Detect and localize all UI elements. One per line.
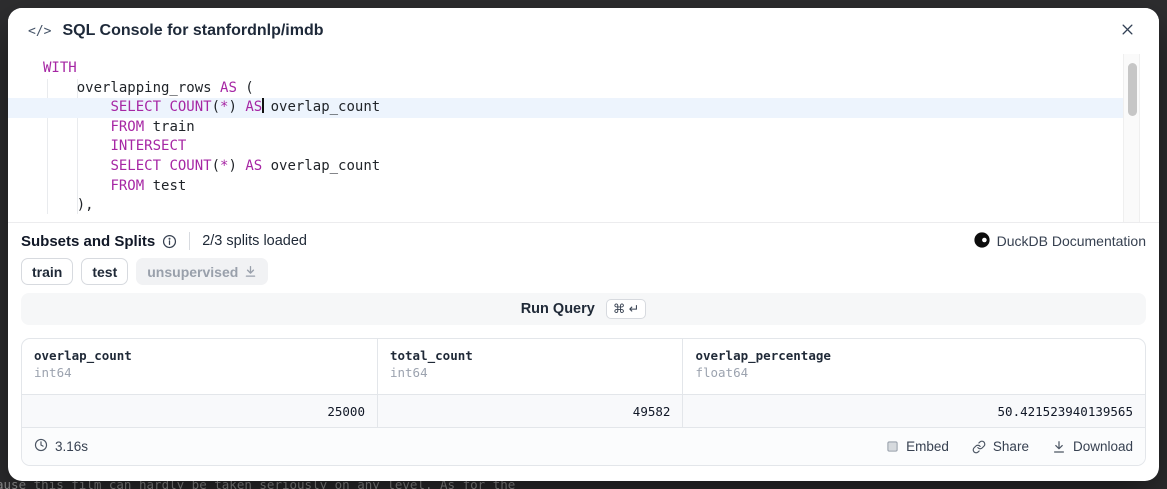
split-chip-train[interactable]: train <box>21 258 74 285</box>
splits-bar: Subsets and Splits 2/3 splits loaded Duc… <box>21 221 1146 261</box>
code-line: FROM train <box>110 118 195 135</box>
clock-icon <box>34 438 48 455</box>
share-button[interactable]: Share <box>972 439 1029 454</box>
code-line: WITH <box>43 60 77 76</box>
result-cell-total_count: 49582 <box>378 395 684 427</box>
indent-guide <box>47 79 48 214</box>
code-icon: </> <box>28 23 52 39</box>
editor-scrollbar-thumb[interactable] <box>1127 63 1137 116</box>
info-icon[interactable] <box>162 234 177 249</box>
close-icon <box>1120 22 1135 40</box>
code-line: SELECT COUNT(*) AS overlap_count <box>8 98 1123 118</box>
text-cursor <box>262 98 264 114</box>
result-cell-overlap_percentage: 50.421523940139565 <box>997 403 1133 419</box>
query-duration: 3.16s <box>34 438 88 455</box>
run-query-label: Run Query <box>520 301 595 317</box>
embed-icon <box>886 440 899 453</box>
code-line: overlapping_rows AS ( <box>43 79 254 96</box>
footer-actions: Embed Share Download <box>886 439 1133 454</box>
splits-title: Subsets and Splits <box>21 232 156 250</box>
split-chip-label: unsupervised <box>147 263 239 280</box>
modal-header: </> SQL Console for stanfordnlp/imdb <box>8 8 1159 54</box>
action-label: Embed <box>906 439 949 454</box>
sql-console-modal: </> SQL Console for stanfordnlp/imdb WIT… <box>8 8 1159 481</box>
embed-button[interactable]: Embed <box>886 439 949 454</box>
modal-title: SQL Console for stanfordnlp/imdb <box>62 22 324 39</box>
split-chip-label: train <box>32 263 63 280</box>
code-line: SELECT COUNT(*) AS overlap_count <box>110 157 381 174</box>
code-line: ), <box>43 197 94 214</box>
code-line: FROM test <box>110 177 187 194</box>
download-icon <box>1052 440 1066 454</box>
share-icon <box>972 440 986 454</box>
keyboard-shortcut-badge: ⌘ ↵ <box>605 299 647 319</box>
duckdb-documentation-label: DuckDB Documentation <box>996 233 1146 249</box>
results-footer: 3.16s Embed Share Download <box>22 427 1145 465</box>
result-cell-overlap_count: 25000 <box>22 395 378 427</box>
duckdb-icon <box>973 231 990 251</box>
query-duration-label: 3.16s <box>55 439 89 454</box>
editor-scrollbar[interactable] <box>1123 54 1140 222</box>
action-label: Share <box>992 439 1029 454</box>
download-button[interactable]: Download <box>1052 439 1133 454</box>
divider <box>189 232 191 250</box>
close-button[interactable] <box>1115 19 1139 43</box>
code-line: INTERSECT <box>110 138 187 155</box>
split-chips: train test unsupervised <box>21 258 269 285</box>
split-chip-label: test <box>92 263 118 280</box>
split-chip-unsupervised[interactable]: unsupervised <box>136 258 269 285</box>
download-small-icon <box>244 265 257 278</box>
action-label: Download <box>1072 439 1133 454</box>
sql-code-editor[interactable]: WITH overlapping_rows AS ( SELECT COUNT(… <box>8 54 1159 223</box>
splits-loaded-status: 2/3 splits loaded <box>202 233 307 249</box>
duckdb-documentation-link[interactable]: DuckDB Documentation <box>973 231 1146 251</box>
run-query-button[interactable]: Run Query ⌘ ↵ <box>21 293 1146 325</box>
code-lines: WITH overlapping_rows AS ( SELECT COUNT(… <box>8 59 1123 216</box>
split-chip-test[interactable]: test <box>81 258 129 285</box>
indent-guide <box>77 79 78 214</box>
